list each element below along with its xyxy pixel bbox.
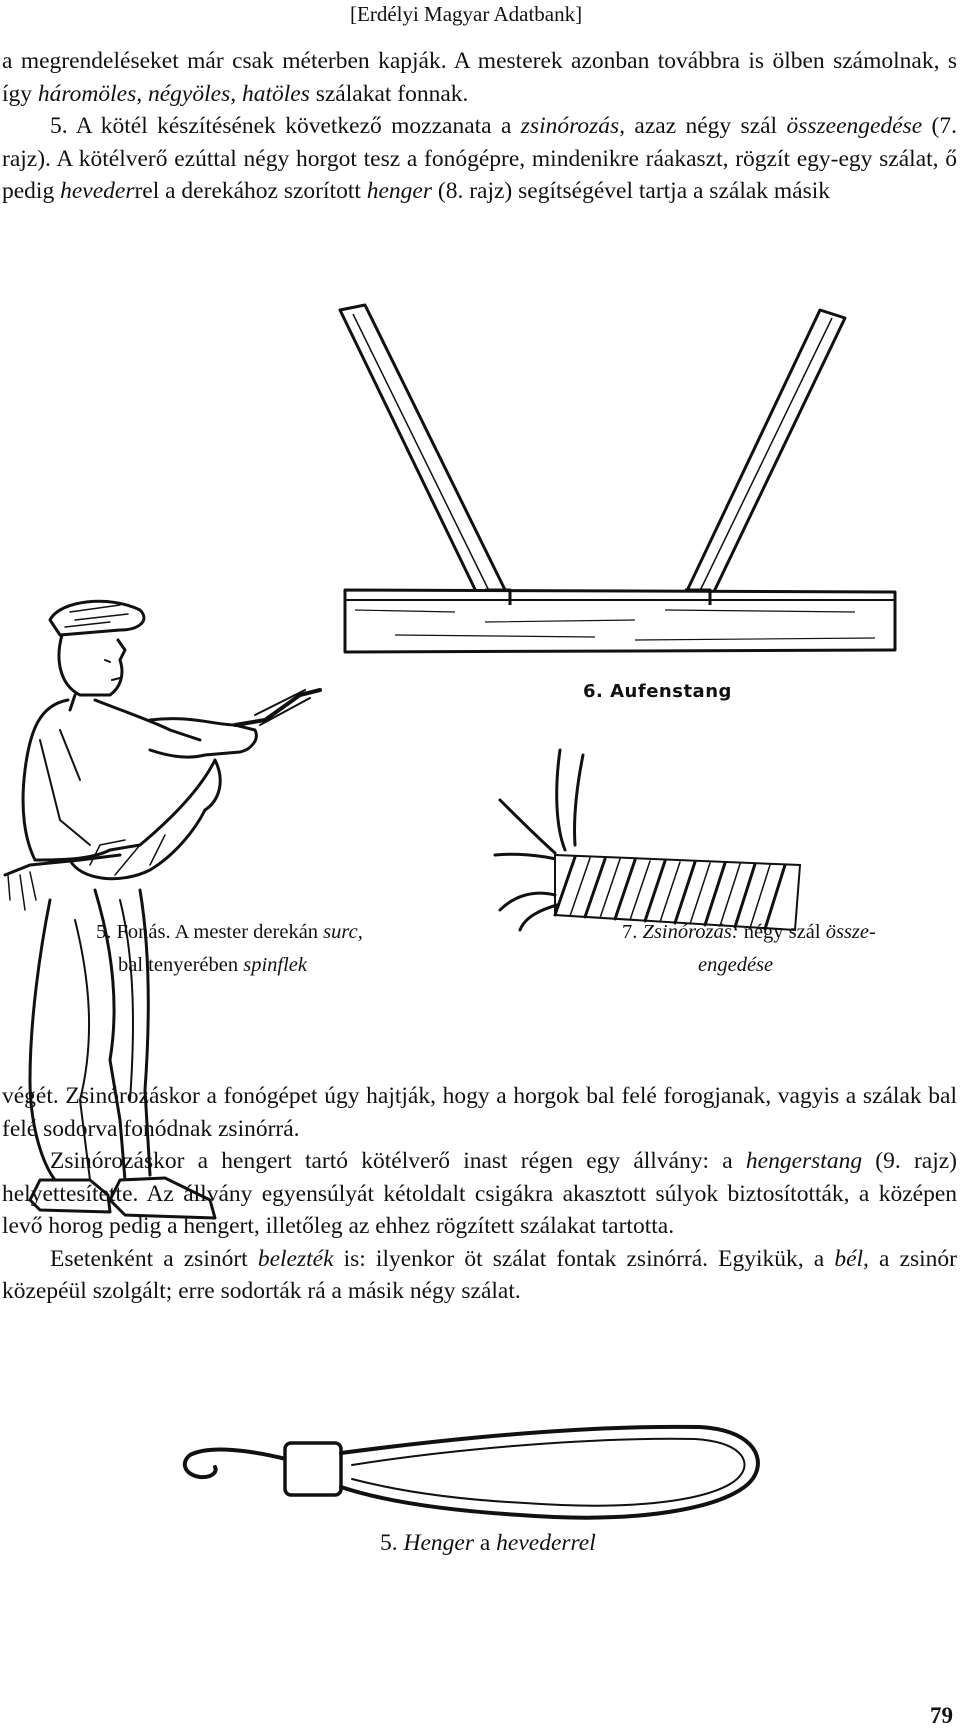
text-run: belezték xyxy=(257,1245,334,1272)
paragraph: a megrendeléseket már csak méterben kapj… xyxy=(2,45,957,110)
text-run: Esetenként a zsinórt xyxy=(50,1245,258,1272)
text-run: hevederrel xyxy=(496,1530,596,1556)
text-run: 5. A kötél készítésének következő mozzan… xyxy=(50,113,521,139)
bottom-text-block: végét. Zsinórozáskor a fonógépet úgy haj… xyxy=(2,1080,957,1308)
text-run: (8. rajz) segítségével tartja a szálak m… xyxy=(432,178,831,204)
text-run: Zsinórozáskor a hengert tartó kötélverő … xyxy=(50,1148,746,1174)
text-run: rel a derekához szorított xyxy=(134,178,367,204)
text-run: háromöles, négyöles, hatöles xyxy=(37,80,310,107)
text-run: szálakat fonnak. xyxy=(309,80,469,107)
figure-5-caption-line-2: bal tenyerében spinflek xyxy=(118,949,307,982)
figure-7-caption-line-2: engedése xyxy=(698,949,773,982)
text-run: 5. Fonás. A mester derekán xyxy=(96,921,324,943)
cylinder-with-strap-illustration xyxy=(182,1424,760,1520)
text-run: Henger xyxy=(403,1530,474,1556)
text-run: zsinórozás, xyxy=(520,113,626,139)
text-run: surc, xyxy=(323,921,363,943)
paragraph: végét. Zsinórozáskor a fonógépet úgy haj… xyxy=(2,1080,957,1145)
text-run: azaz négy szál xyxy=(625,113,787,139)
figure-5-caption-line-1: 5. Fonás. A mester derekán surc, xyxy=(96,916,363,949)
twisted-rope-illustration xyxy=(493,748,802,932)
text-run: bal tenyerében xyxy=(118,954,244,976)
text-run: négy szál xyxy=(738,921,826,943)
text-run: (9. rajz) helyettesítette. Az állvány eg… xyxy=(2,1148,957,1239)
text-run: Zsinórozás: xyxy=(642,921,739,943)
top-text-block: a megrendeléseket már csak méterben kapj… xyxy=(2,45,957,208)
text-run: a xyxy=(473,1530,497,1556)
text-run: is: ilyenkor öt szálat fontak zsinórrá. … xyxy=(333,1245,835,1272)
text-run: engedése xyxy=(698,954,774,976)
paragraph: Zsinórozáskor a hengert tartó kötélverő … xyxy=(2,1145,957,1243)
aufenstang-illustration xyxy=(338,303,897,654)
rope-maker-illustration xyxy=(3,599,322,1220)
paragraph: 5. A kötél készítésének következő mozzan… xyxy=(2,110,957,208)
text-run: összeengedése xyxy=(786,113,923,139)
text-run: 7. xyxy=(622,921,643,943)
text-run: bél, xyxy=(834,1245,869,1272)
text-run: spinflek xyxy=(243,954,307,976)
text-run: hengerstang xyxy=(745,1148,863,1174)
source-header: [Erdélyi Magyar Adatbank] xyxy=(350,2,583,26)
paragraph: Esetenként a zsinórt belezték is: ilyenk… xyxy=(2,1243,957,1308)
text-run: a zsinór közepéül szolgált; erre sodortá… xyxy=(2,1245,957,1305)
text-run: henger xyxy=(366,178,433,204)
text-run: a megrendeléseket már csak méterben kapj… xyxy=(2,48,957,107)
page-number: 79 xyxy=(930,1703,953,1728)
text-run: végét. Zsinórozáskor a fonógépet úgy haj… xyxy=(2,1083,957,1142)
text-run: össze- xyxy=(825,921,876,943)
text-run: heveder xyxy=(60,178,135,204)
text-run: 5. xyxy=(380,1530,404,1556)
figure-7-caption-line-1: 7. Zsinórozás: négy szál össze- xyxy=(622,916,876,949)
figure-6-caption: 6. Aufenstang xyxy=(583,681,732,702)
figure-8-caption: 5. Henger a hevederrel xyxy=(380,1527,596,1560)
text-run: (7. rajz). A kötélverő ezúttal négy horg… xyxy=(2,113,958,204)
